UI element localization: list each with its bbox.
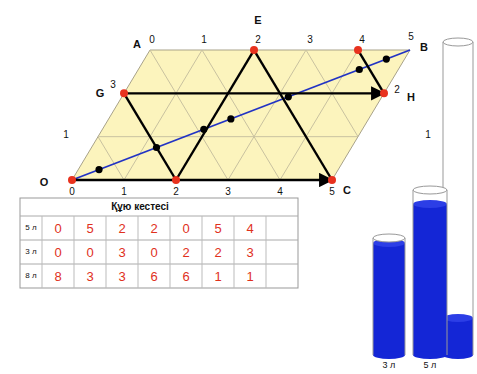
table-title: Құю кестесі	[111, 202, 169, 212]
pour-path	[124, 93, 176, 180]
vessel-3	[373, 234, 405, 359]
table-cell: 1	[214, 270, 221, 283]
crossing-dot	[383, 56, 390, 63]
crossing-dot	[153, 144, 160, 151]
table-cell: 2	[214, 246, 221, 259]
vessel-5	[413, 186, 447, 359]
table-cell: 4	[246, 222, 253, 235]
state-dot	[380, 89, 388, 97]
state-dot	[120, 89, 128, 97]
table-cell: 1	[246, 270, 253, 283]
axis-number: 1	[201, 35, 207, 45]
axis-number: 2	[394, 85, 400, 95]
axis-number: 3	[110, 80, 116, 90]
row-label: 5 л	[25, 224, 36, 232]
table-cell: 0	[54, 222, 61, 235]
lattice-line	[254, 50, 332, 180]
axis-number: 4	[359, 35, 365, 45]
pour-path	[124, 92, 384, 94]
row-label: 3 л	[25, 248, 36, 256]
state-dot	[328, 176, 336, 184]
lattice-line	[98, 136, 358, 137]
axis-number: 1	[121, 187, 127, 197]
vessel-label: 5 л	[424, 361, 437, 370]
table-cell: 2	[182, 246, 189, 259]
axis-number: 2	[173, 187, 179, 197]
lattice-line	[124, 50, 202, 180]
table-cell: 0	[182, 222, 189, 235]
state-dot	[354, 46, 362, 54]
point-letter: A	[133, 39, 141, 50]
axis-number: 3	[307, 35, 313, 45]
axis-number: 3	[225, 187, 231, 197]
table-cell: 0	[54, 246, 61, 259]
table-cell: 3	[246, 246, 253, 259]
pour-path	[72, 179, 332, 181]
crossing-dot	[285, 93, 292, 100]
row-label: 8 л	[25, 272, 36, 280]
table-cell: 2	[118, 222, 125, 235]
table-cell: 3	[118, 270, 125, 283]
point-letter: H	[407, 92, 415, 103]
table-cell: 3	[118, 246, 125, 259]
state-dot	[250, 46, 258, 54]
table-cell: 0	[150, 246, 157, 259]
axis-number: 1	[63, 130, 69, 140]
point-letter: B	[420, 42, 428, 53]
table-cell: 0	[86, 246, 93, 259]
axis-number: 5	[408, 32, 414, 42]
lattice-line	[124, 93, 384, 94]
axis-number: 2	[255, 35, 261, 45]
axis-number: 0	[69, 187, 75, 197]
vessel-label: 3 л	[383, 361, 396, 370]
pour-path	[176, 50, 254, 180]
state-dot	[172, 176, 180, 184]
table-cell: 2	[150, 222, 157, 235]
point-letter: G	[96, 88, 105, 99]
table-cell: 6	[150, 270, 157, 283]
state-dot	[68, 176, 76, 184]
table-cell: 6	[182, 270, 189, 283]
table-cell: 5	[214, 222, 221, 235]
point-letter: E	[254, 15, 261, 26]
crossing-dot	[200, 126, 207, 133]
lattice-ground	[72, 50, 410, 180]
axis-number: 0	[149, 35, 155, 45]
crossing-dot	[227, 115, 234, 122]
table-cell: 3	[86, 270, 93, 283]
diagonal-line	[72, 50, 410, 180]
table-cell: 8	[54, 270, 61, 283]
axis-number: 5	[329, 187, 335, 197]
point-letter: O	[40, 177, 49, 188]
axis-number: 1	[425, 130, 431, 140]
pour-path	[254, 50, 332, 180]
table-cell: 5	[86, 222, 93, 235]
table-grid	[20, 198, 298, 288]
lattice-line	[98, 137, 124, 180]
lattice-line	[124, 93, 176, 180]
vessel-8	[443, 38, 473, 359]
point-letter: C	[343, 185, 351, 196]
crossing-dot	[95, 166, 102, 173]
axis-number: 4	[277, 187, 283, 197]
crossing-dot	[356, 66, 363, 73]
